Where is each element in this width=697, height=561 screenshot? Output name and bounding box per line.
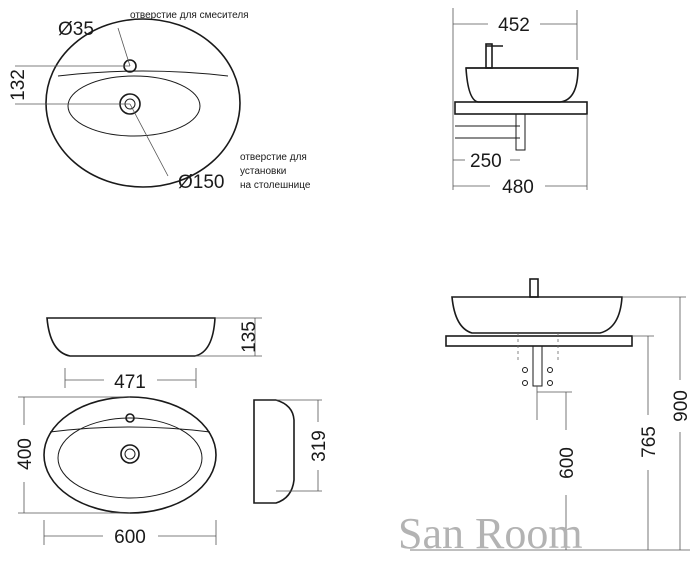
plan-view: 400 600 [15, 396, 217, 548]
install-bolt-3 [522, 380, 528, 386]
plan-depth-label: 400 [15, 438, 36, 470]
plan-rim-line [49, 426, 211, 433]
mount-leader [129, 103, 169, 177]
faucet-body [485, 43, 493, 69]
install-bolt-2 [547, 367, 553, 373]
front-basin [46, 317, 216, 357]
counter-height-label: 765 [639, 426, 660, 458]
plan-drain-hole [120, 444, 140, 464]
basin-rim-line [57, 70, 229, 77]
front-height-label: 135 [239, 321, 260, 353]
profile-depth-label: 319 [309, 430, 330, 462]
side-depth-label: 452 [498, 15, 530, 36]
mount-hole-label: Ø150 [178, 172, 224, 193]
front-view: 135 471 [46, 317, 262, 393]
top-view-holes: Ø35 отверстие для смесителя 132 Ø150 отв… [8, 10, 311, 193]
profile-view: 319 [253, 399, 330, 504]
drain-height-label: 600 [557, 447, 578, 479]
plan-drain-inner [124, 448, 136, 460]
install-countertop [445, 335, 633, 347]
side-view: 452 250 480 [452, 8, 588, 198]
mixer-leader [117, 27, 131, 67]
install-basin [451, 296, 623, 334]
side-total-label: 480 [502, 177, 534, 198]
basin-outline [45, 18, 241, 188]
plan-bowl [57, 417, 203, 499]
hole-offset-label: 132 [8, 69, 29, 101]
side-offset-label: 250 [470, 151, 502, 172]
mixer-hole-label: Ø35 [58, 19, 94, 40]
installation-view: 600 765 900 [410, 278, 692, 551]
install-bolt-1 [522, 367, 528, 373]
total-height-label: 900 [671, 390, 692, 422]
install-faucet [529, 278, 539, 298]
mount-hole-note-2: установки [240, 166, 286, 177]
install-bolt-4 [547, 380, 553, 386]
front-width-label: 471 [114, 372, 146, 393]
mount-hole-note-1: отверстие для [240, 152, 307, 163]
side-countertop [454, 101, 588, 115]
mixer-hole-note: отверстие для смесителя [130, 10, 249, 21]
install-drain-pipe [532, 345, 543, 387]
profile-basin [253, 399, 295, 504]
mount-hole-note-3: на столешнице [240, 180, 311, 191]
side-basin [465, 67, 579, 103]
brand-watermark: San Room [398, 509, 583, 558]
basin-bowl [67, 75, 201, 137]
side-drain-pipe [515, 113, 526, 151]
plan-mixer-hole [125, 413, 135, 423]
plan-width-label: 600 [114, 527, 146, 548]
